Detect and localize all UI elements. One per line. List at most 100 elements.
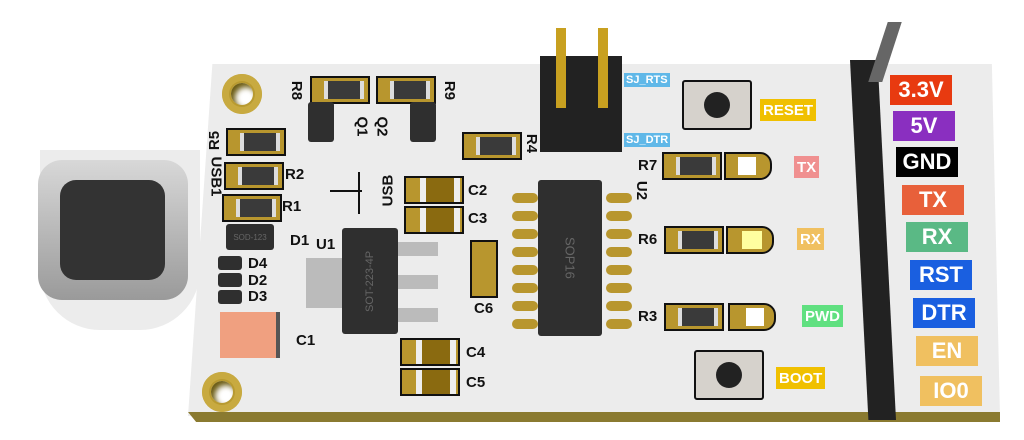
label-reset: RESET bbox=[760, 99, 817, 121]
led-pwd bbox=[728, 303, 776, 331]
regulator-pin bbox=[398, 275, 438, 289]
capacitor-c5 bbox=[400, 368, 460, 396]
resistor-r6 bbox=[664, 226, 724, 254]
u2-pin bbox=[606, 193, 632, 203]
u2-pin bbox=[512, 193, 538, 203]
capacitor-c4 bbox=[400, 338, 460, 366]
label-rx-led: RX bbox=[797, 228, 824, 250]
silk-q1: Q1 bbox=[353, 116, 371, 137]
u2-pin bbox=[606, 301, 632, 311]
label-tx-led: TX bbox=[794, 156, 820, 178]
silk-r8: R8 bbox=[288, 80, 306, 101]
u2-pins bbox=[512, 185, 632, 335]
pin-label-io0: IO0 bbox=[920, 376, 982, 406]
silk-u2: U2 bbox=[633, 180, 651, 201]
resistor-r1 bbox=[222, 194, 282, 222]
diode-d2 bbox=[218, 273, 242, 287]
silk-usb1: USB1 bbox=[207, 156, 225, 197]
mounting-hole bbox=[202, 372, 242, 412]
u2-pin bbox=[606, 283, 632, 293]
resistor-r7 bbox=[662, 152, 722, 180]
uart-chip-u2: SOP16 bbox=[538, 180, 602, 336]
resistor-r5 bbox=[226, 128, 286, 156]
capacitor-c3 bbox=[404, 206, 464, 234]
usb-symbol-stem bbox=[358, 172, 360, 214]
capacitor-c2 bbox=[404, 176, 464, 204]
resistor-r3 bbox=[664, 303, 724, 331]
pin-label-33v: 3.3V bbox=[890, 75, 952, 105]
label-sj-rts: SJ_RTS bbox=[624, 73, 670, 87]
regulator-pin bbox=[398, 242, 438, 256]
u2-pin bbox=[606, 265, 632, 275]
u2-pin bbox=[606, 211, 632, 221]
resistor-r2 bbox=[224, 162, 284, 190]
u2-pin bbox=[512, 247, 538, 257]
jumper-pin bbox=[556, 28, 566, 108]
regulator-pin bbox=[398, 308, 438, 322]
u2-pin bbox=[512, 301, 538, 311]
silk-r3: R3 bbox=[638, 308, 658, 325]
mounting-hole bbox=[222, 74, 262, 114]
reset-button[interactable] bbox=[682, 80, 752, 130]
usb-c-port bbox=[60, 180, 165, 280]
boot-button[interactable] bbox=[694, 350, 764, 400]
label-boot: BOOT bbox=[776, 367, 826, 389]
diode-d4 bbox=[218, 256, 242, 270]
u2-pin bbox=[606, 247, 632, 257]
silk-q2: Q2 bbox=[373, 116, 391, 137]
led-tx bbox=[724, 152, 772, 180]
silk-c1: C1 bbox=[296, 332, 316, 349]
pin-label-5v: 5V bbox=[893, 111, 955, 141]
capacitor-c6 bbox=[470, 240, 498, 298]
silk-r1: R1 bbox=[282, 198, 302, 215]
pcb-edge bbox=[188, 412, 1000, 422]
u2-pin bbox=[512, 319, 538, 329]
silk-usb: USB bbox=[379, 174, 397, 207]
silk-d3: D3 bbox=[248, 288, 268, 305]
led-lens bbox=[742, 231, 762, 249]
silk-r6: R6 bbox=[638, 231, 658, 248]
pin-label-gnd: GND bbox=[896, 147, 958, 177]
resistor-r4 bbox=[462, 132, 522, 160]
silk-d1: D1 bbox=[290, 232, 310, 249]
led-rx bbox=[726, 226, 774, 254]
u2-pin bbox=[512, 283, 538, 293]
silk-c4: C4 bbox=[466, 344, 486, 361]
jumper-header bbox=[540, 56, 622, 152]
usb-symbol-icon bbox=[330, 190, 362, 192]
led-lens bbox=[746, 308, 764, 326]
silk-r7: R7 bbox=[638, 157, 658, 174]
silk-r5: R5 bbox=[206, 130, 224, 151]
pin-label-en: EN bbox=[916, 336, 978, 366]
pin-label-rst: RST bbox=[910, 260, 972, 290]
diode-d3 bbox=[218, 290, 242, 304]
u2-pin bbox=[512, 211, 538, 221]
transistor-q2 bbox=[410, 102, 436, 142]
pin-label-tx: TX bbox=[902, 185, 964, 215]
jumper-pin bbox=[598, 28, 608, 108]
capacitor-c1 bbox=[220, 312, 280, 358]
silk-u1: U1 bbox=[316, 236, 336, 253]
transistor-q1 bbox=[308, 102, 334, 142]
regulator-u1: SOT-223-4P bbox=[342, 228, 398, 334]
silk-c2: C2 bbox=[468, 182, 488, 199]
silk-d4: D4 bbox=[248, 255, 268, 272]
silk-c3: C3 bbox=[468, 210, 488, 227]
pin-label-dtr: DTR bbox=[913, 298, 975, 328]
regulator-tab bbox=[306, 258, 346, 308]
u2-pin bbox=[606, 229, 632, 239]
silk-r2: R2 bbox=[285, 166, 305, 183]
silk-c5: C5 bbox=[466, 374, 486, 391]
u2-pin bbox=[512, 229, 538, 239]
silk-r4: R4 bbox=[523, 133, 541, 154]
diode-d1: SOD-123 bbox=[226, 224, 274, 250]
label-sj-dtr: SJ_DTR bbox=[624, 133, 671, 147]
u2-pin bbox=[606, 319, 632, 329]
pin-label-rx: RX bbox=[906, 222, 968, 252]
silk-c6: C6 bbox=[474, 300, 494, 317]
led-lens bbox=[738, 157, 756, 175]
label-pwd-led: PWD bbox=[802, 305, 843, 327]
resistor-r9 bbox=[376, 76, 436, 104]
resistor-r8 bbox=[310, 76, 370, 104]
silk-r9: R9 bbox=[441, 80, 459, 101]
